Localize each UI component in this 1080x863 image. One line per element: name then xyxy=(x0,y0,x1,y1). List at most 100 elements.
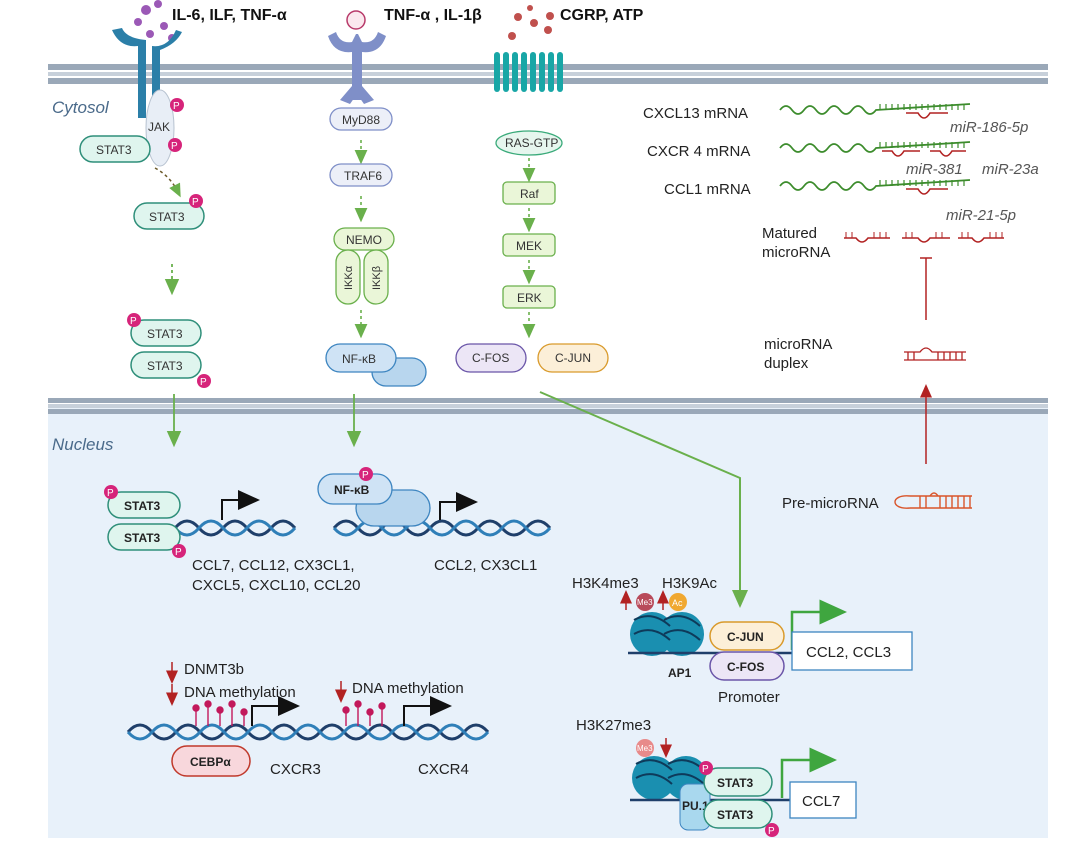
matured-mirna-label-1: Matured xyxy=(762,225,817,242)
ccl7-target-box xyxy=(789,781,857,819)
traf6-label: TRAF6 xyxy=(344,169,382,183)
traf6-node xyxy=(329,163,393,187)
mek-node xyxy=(502,233,556,257)
erk-label: ERK xyxy=(517,291,542,305)
stat3-phospho xyxy=(133,202,205,230)
tss-arrow-nfkb xyxy=(439,492,478,520)
mir21-label: miR-21-5p xyxy=(946,207,1016,224)
mek-label: MEK xyxy=(516,239,542,253)
raf-label: Raf xyxy=(520,187,539,201)
cxcr4-mrna-label: CXCR 4 mRNA xyxy=(647,143,750,160)
phospho-dimer-2: P xyxy=(197,374,211,388)
cxcr3-label: CXCR3 xyxy=(270,761,321,778)
me3-mark-1: Me3 xyxy=(636,593,654,611)
matured-mirna-label-2: microRNA xyxy=(762,244,830,261)
nucleosomes-ap1 xyxy=(630,612,704,656)
nfkb-node xyxy=(325,343,397,373)
ligand-label-stat: IL-6, ILF, TNF-α xyxy=(172,7,287,24)
ac-mark: Ac xyxy=(669,593,687,611)
nuc-stat3-top-label: STAT3 xyxy=(124,499,161,513)
h3k9ac-label: H3K9Ac xyxy=(662,575,718,592)
me3-mark-2: Me3 xyxy=(636,739,654,757)
svg-text:P: P xyxy=(702,764,709,775)
phospho-dimer-1: P xyxy=(127,313,141,327)
duplex-label-1: microRNA xyxy=(764,336,832,353)
h3k4me3-label: H3K4me3 xyxy=(572,575,639,592)
matured-mirnas xyxy=(844,237,1004,243)
tss-arrow-stat xyxy=(221,490,260,520)
nuc-nfkb-phospho: P xyxy=(359,467,373,481)
jak-label: JAK xyxy=(148,120,170,134)
mir23a-label: miR-23a xyxy=(982,161,1039,178)
svg-text:P: P xyxy=(768,826,775,837)
nuc-phospho-1: P xyxy=(104,485,118,499)
svg-text:P: P xyxy=(107,488,114,499)
nuc-cfos-node xyxy=(709,651,785,681)
ikka-node xyxy=(335,249,361,305)
nuc-pu1-stat3-top-label: STAT3 xyxy=(717,776,754,790)
raf-node xyxy=(502,181,556,205)
ap1-targets: CCL2, CCL3 xyxy=(806,644,891,661)
matured-ticks xyxy=(845,232,1003,238)
nuc-pu1-stat3-top xyxy=(703,767,773,797)
svg-text:P: P xyxy=(200,377,207,388)
tss-arrow-pu1 xyxy=(780,747,837,798)
svg-text:P: P xyxy=(173,101,180,112)
cfos-node xyxy=(455,343,527,373)
arrow-ap1-nucleus xyxy=(539,391,748,608)
cytosol-label: Cytosol xyxy=(52,98,110,117)
stat3-dimer-bottom-label: STAT3 xyxy=(147,359,183,373)
nuc-pu1-stat3-bottom-label: STAT3 xyxy=(717,808,754,822)
ap1-label: AP1 xyxy=(668,666,692,680)
nuc-stat3-bottom xyxy=(107,523,181,551)
mrna-ticks xyxy=(879,104,965,186)
ligand-label-mapk: CGRP, ATP xyxy=(560,7,644,24)
stat3-dimer-top xyxy=(130,319,202,347)
stat-targets-line1: CCL7, CCL12, CX3CL1, xyxy=(192,557,355,574)
cjun-label: C-JUN xyxy=(555,351,591,365)
ikkb-node xyxy=(363,249,389,305)
mirna-duplex xyxy=(904,347,966,361)
cytokine-receptor xyxy=(112,0,182,167)
mir381-label: miR-381 xyxy=(906,161,963,178)
tss-arrow-cxcr3 xyxy=(251,696,300,726)
stat3-dimer-top-label: STAT3 xyxy=(147,327,183,341)
myd88-label: MyD88 xyxy=(342,113,380,127)
stat3-dimer-bottom xyxy=(130,351,202,379)
promoter-label: Promoter xyxy=(718,689,780,706)
nfkb-label: NF-κB xyxy=(342,352,376,366)
duplex-label-2: duplex xyxy=(764,355,809,372)
dna-helix-stat xyxy=(173,519,297,537)
cxcr4-label: CXCR4 xyxy=(418,761,469,778)
phospho-stat3: P xyxy=(189,194,203,208)
svg-text:Ac: Ac xyxy=(672,598,683,608)
pre-mirna-hairpin xyxy=(894,492,972,509)
mrna-strands xyxy=(779,103,971,191)
nuc-phospho-2: P xyxy=(172,544,186,558)
arrow-jak-stat xyxy=(154,167,181,198)
mir186-label: miR-186-5p xyxy=(950,119,1028,136)
erk-node xyxy=(502,285,556,309)
h3k27me3-label: H3K27me3 xyxy=(576,717,651,734)
pu1-label: PU.1 xyxy=(682,799,709,813)
bound-mirnas xyxy=(882,112,966,195)
nuc-pu1-stat3-bottom xyxy=(703,799,773,829)
ikkb-label: IKKβ xyxy=(371,266,383,290)
stat3-phospho-label: STAT3 xyxy=(149,210,185,224)
cxcl13-mrna-label: CXCL13 mRNA xyxy=(643,105,748,122)
dna-methylation-label-1: DNA methylation xyxy=(184,684,296,701)
nuc-stat3-top xyxy=(107,491,181,519)
pu1-phospho-2: P xyxy=(765,823,779,837)
svg-text:P: P xyxy=(192,197,199,208)
ccl1-mrna-label: CCL1 mRNA xyxy=(664,181,751,198)
svg-text:Me3: Me3 xyxy=(637,598,653,607)
nemo-label: NEMO xyxy=(346,233,382,247)
rasgtp-label: RAS-GTP xyxy=(505,136,558,150)
svg-text:P: P xyxy=(175,547,182,558)
ccl7-target: CCL7 xyxy=(802,793,840,810)
ligand-label-nfkb: TNF-α , IL-1β xyxy=(384,7,482,24)
nuclear-membrane xyxy=(48,398,1048,414)
svg-text:P: P xyxy=(362,470,369,481)
stat3-inactive-label: STAT3 xyxy=(96,143,132,157)
